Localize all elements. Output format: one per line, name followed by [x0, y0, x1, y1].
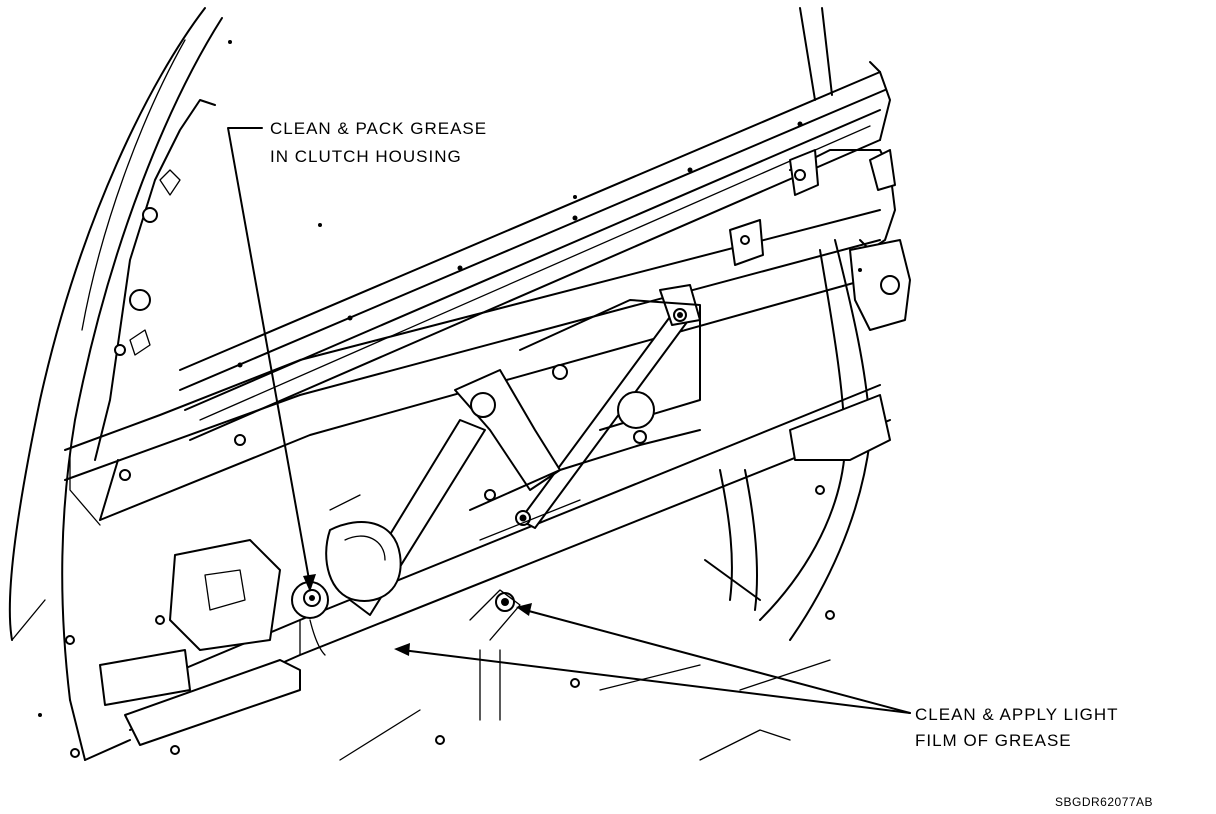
door-frame	[8, 7, 833, 761]
regulator-plate	[469, 299, 701, 541]
motor-assembly	[169, 494, 402, 656]
lower-panel	[38, 40, 862, 761]
callout-pivot-line-2: FILM OF GREASE	[915, 731, 1072, 750]
figure-code: SBGDR62077AB	[1055, 795, 1153, 809]
callout-clutch-line-2: IN CLUTCH HOUSING	[270, 147, 462, 166]
latch-bracket	[729, 149, 911, 331]
leader-line-pivot	[394, 603, 911, 714]
lower-rail	[64, 209, 901, 526]
pivot-bracket	[469, 589, 521, 721]
pillar-panel	[94, 99, 216, 521]
callout-clutch-line-1: CLEAN & PACK GREASE	[270, 119, 487, 138]
callout-pivot-line-1: CLEAN & APPLY LIGHT	[915, 705, 1119, 724]
leader-line-clutch	[227, 127, 316, 592]
